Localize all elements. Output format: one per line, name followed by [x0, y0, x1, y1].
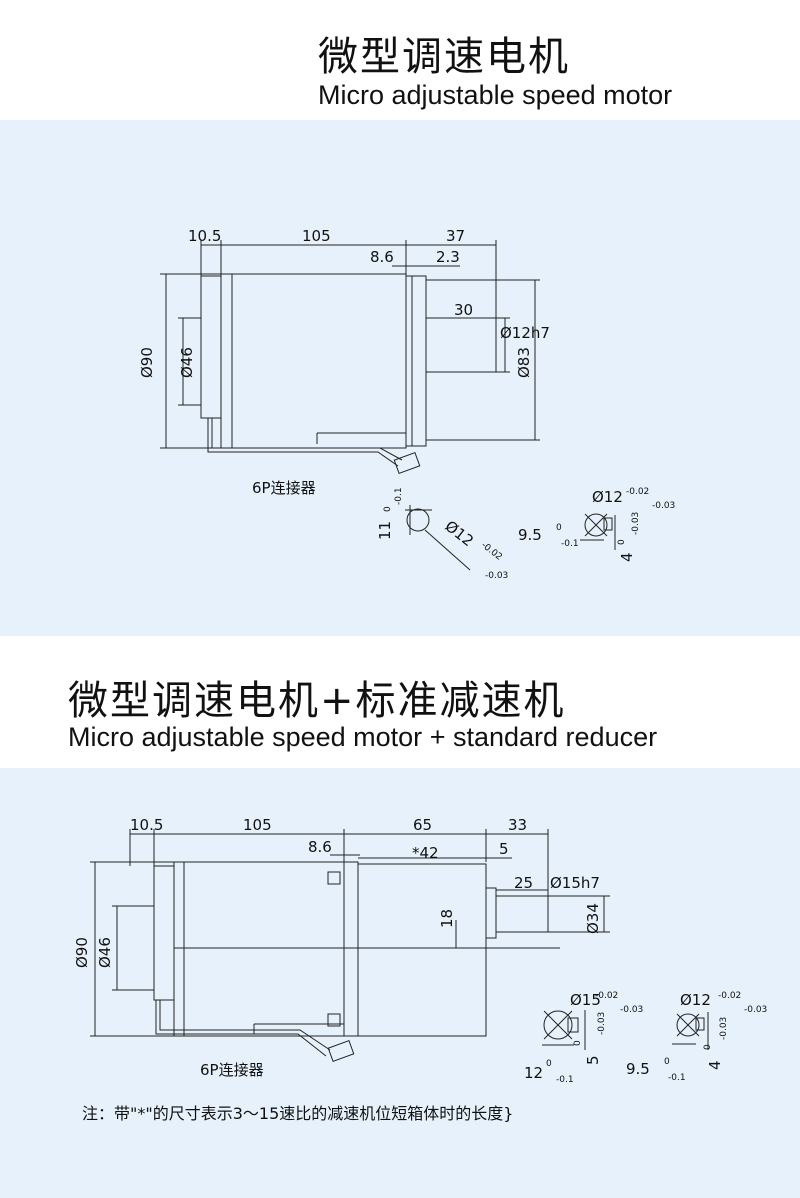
svg-text:-0.02: -0.02 — [626, 487, 649, 497]
s2-dim-105: 105 — [243, 816, 272, 834]
s2-dim-65: 65 — [413, 816, 432, 834]
svg-text:-0.02: -0.02 — [595, 991, 618, 1001]
s2-dim-shaft: Ø15h7 — [550, 874, 600, 892]
s1-dim-10-5: 10.5 — [188, 227, 221, 245]
s2-b-9-5: 9.5 — [626, 1060, 650, 1078]
footnote: 注：带"*"的尺寸表示3～15速比的减速机位短箱体时的长度} — [82, 1104, 514, 1123]
s2-shaft — [495, 895, 549, 933]
s2-a-5: 5 — [584, 1055, 602, 1065]
s1-dim-46: Ø46 — [178, 347, 196, 378]
s2-motor-body — [173, 861, 345, 1037]
svg-text:-0.02: -0.02 — [479, 540, 504, 562]
section2-title-en-plus: + standard reducer — [429, 722, 658, 752]
s1-dim-90: Ø90 — [138, 347, 156, 378]
svg-text:-0.03: -0.03 — [485, 571, 508, 581]
s1-phi12: Ø12 — [442, 517, 477, 550]
s1-connector-label: 6P连接器 — [252, 479, 316, 497]
s1-rear-cap — [200, 275, 222, 419]
s1-dim-30: 30 — [454, 301, 473, 319]
svg-text:-0.1: -0.1 — [556, 1075, 574, 1085]
s1-flat-11: 11 — [376, 521, 394, 540]
svg-text:-0.03: -0.03 — [631, 512, 641, 535]
svg-text:-0.02: -0.02 — [718, 991, 741, 1001]
s2-gearbox — [357, 863, 487, 1037]
s2-dim-25: 25 — [514, 874, 533, 892]
s1-key-9-5: 9.5 — [518, 526, 542, 544]
svg-text:-0.03: -0.03 — [719, 1017, 729, 1040]
s1-dim-83: Ø83 — [515, 347, 533, 378]
svg-text:-0.03: -0.03 — [652, 501, 675, 511]
svg-text:-0.03: -0.03 — [744, 1005, 767, 1015]
s1-dim-37: 37 — [446, 227, 465, 245]
s2-b-4: 4 — [706, 1060, 724, 1070]
svg-text:-0.03: -0.03 — [620, 1005, 643, 1015]
s2-dim-90: Ø90 — [73, 937, 91, 968]
section2-title-cn: 微型调速电机+标准减速机 — [68, 678, 566, 724]
s2-dim-33: 33 — [508, 816, 527, 834]
s1-key-phi12: Ø12 — [592, 488, 623, 506]
svg-text:0: 0 — [703, 1044, 713, 1050]
svg-text:-0.1: -0.1 — [668, 1073, 686, 1083]
svg-text:0: 0 — [617, 539, 627, 545]
svg-text:0: 0 — [383, 506, 393, 512]
s2-b-phi12: Ø12 — [680, 991, 711, 1009]
s1-dim-2-3: 2.3 — [436, 248, 460, 266]
svg-text:0: 0 — [664, 1057, 670, 1067]
s1-motor-body — [220, 273, 407, 449]
s1-flange — [405, 275, 427, 447]
s2-dim-5: 5 — [499, 840, 509, 858]
section2-title-en-main: Micro adjustable speed motor — [68, 722, 423, 752]
section1-panel — [0, 120, 800, 636]
svg-text:-0.1: -0.1 — [394, 487, 404, 505]
section2-panel — [0, 768, 800, 1198]
svg-text:0: 0 — [556, 523, 562, 533]
s2-dim-8-6: 8.6 — [308, 838, 332, 856]
s2-dim-42: *42 — [412, 844, 439, 862]
s2-motor-flange — [343, 861, 359, 1037]
section2-title-en: Micro adjustable speed motor + standard … — [68, 722, 657, 753]
svg-text:0: 0 — [573, 1040, 583, 1046]
svg-text:-0.1: -0.1 — [561, 539, 579, 549]
svg-text:0: 0 — [546, 1059, 552, 1069]
s2-a-12: 12 — [524, 1064, 543, 1082]
s1-dim-8-6: 8.6 — [370, 248, 394, 266]
s2-dim-18: 18 — [438, 909, 456, 928]
s1-dim-shaft: Ø12h7 — [500, 324, 550, 342]
s2-dim-34: Ø34 — [584, 903, 602, 934]
s1-key-4: 4 — [618, 552, 636, 562]
s1-shaft — [425, 317, 497, 373]
svg-text:-0.03: -0.03 — [597, 1012, 607, 1035]
section1-title-en: Micro adjustable speed motor — [318, 80, 673, 110]
s2-dim-46: Ø46 — [96, 937, 114, 968]
section1-title-cn: 微型调速电机 — [318, 34, 570, 80]
s1-dim-105: 105 — [302, 227, 331, 245]
s2-dim-10-5: 10.5 — [130, 816, 163, 834]
s2-a-phi15: Ø15 — [570, 991, 601, 1009]
s2-connector-label: 6P连接器 — [200, 1061, 264, 1079]
